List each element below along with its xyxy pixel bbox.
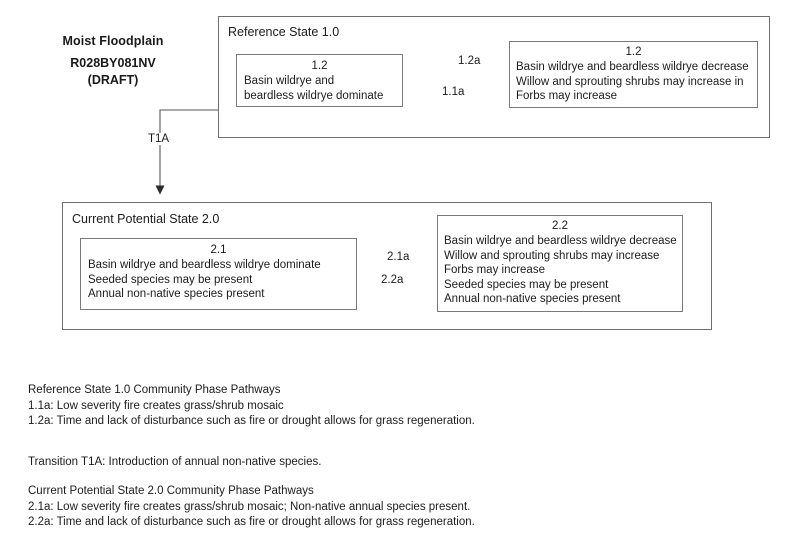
phase-box-cur-left: 2.1 Basin wildrye and beardless wildrye … [80, 238, 357, 310]
reference-state-label: Reference State 1.0 [228, 25, 340, 39]
caption-heading: Reference State 1.0 Community Phase Path… [28, 384, 281, 396]
phase-number-cur-right: 2.2 [552, 220, 568, 232]
phase-line: Basin wildrye and beardless wildrye domi… [88, 259, 321, 271]
caption-line: 2.1a: Low severity fire creates grass/sh… [28, 500, 471, 513]
ecological-site-title: Moist Floodplain R028BY081NV (DRAFT) [18, 33, 208, 89]
caption-line: 1.1a: Low severity fire creates grass/sh… [28, 399, 284, 412]
site-code: R028BY081NV [70, 56, 156, 70]
phase-line: Seeded species may be present [88, 273, 253, 286]
phase-text-ref-right: Basin wildrye and beardless wildrye decr… [516, 60, 757, 104]
caption-reference-state: Reference State 1.0 Community Phase Path… [28, 383, 475, 430]
phase-line: Basin wildrye and [244, 75, 335, 87]
phase-number-cur-left: 2.1 [210, 244, 227, 256]
phase-number-ref-right: 1.2 [625, 46, 642, 58]
caption-heading: Current Potential State 2.0 Community Ph… [28, 485, 314, 497]
phase-line: Willow and sprouting shrubs may increase [444, 249, 660, 262]
phase-line: Basin wildrye and beardless wildrye decr… [444, 235, 677, 247]
phase-box-ref-right: 1.2 Basin wildrye and beardless wildrye … [509, 41, 758, 108]
phase-line: Forbs may increase [444, 264, 545, 276]
phase-line: Seeded species may be present [444, 278, 609, 291]
pathway-label-2-2a: 2.2a [379, 274, 406, 286]
caption-line: Transition T1A: Introduction of annual n… [28, 456, 322, 468]
caption-line: 2.2a: Time and lack of disturbance such … [28, 516, 475, 528]
phase-number-ref-left: 1.2 [311, 60, 328, 72]
pathway-label-1-1a: 1.1a [440, 86, 467, 98]
phase-line: Forbs may increase [516, 90, 617, 102]
phase-line: Basin wildrye and beardless wildrye decr… [516, 61, 749, 73]
caption-current-potential-state: Current Potential State 2.0 Community Ph… [28, 484, 475, 531]
site-name: Moist Floodplain [62, 34, 164, 48]
phase-line: Annual non-native species present [88, 288, 265, 300]
phase-text-cur-left: Basin wildrye and beardless wildrye domi… [88, 258, 356, 302]
phase-line: Willow and sprouting shrubs may increase… [516, 75, 744, 88]
phase-box-cur-right: 2.2 Basin wildrye and beardless wildrye … [437, 215, 683, 312]
pathway-label-2-1a: 2.1a [385, 251, 412, 263]
transition-label-t1a: T1A [146, 133, 172, 145]
phase-text-cur-right: Basin wildrye and beardless wildrye decr… [444, 234, 682, 307]
draft-marker: (DRAFT) [87, 73, 139, 87]
current-potential-state-label: Current Potential State 2.0 [72, 212, 220, 226]
pathway-label-1-2a: 1.2a [456, 55, 483, 67]
phase-box-ref-left: 1.2 Basin wildrye and beardless wildrye … [236, 54, 403, 107]
caption-transition: Transition T1A: Introduction of annual n… [28, 455, 321, 471]
phase-text-ref-left: Basin wildrye and beardless wildrye domi… [244, 74, 402, 103]
phase-line: beardless wildrye dominate [244, 89, 384, 102]
caption-line: 1.2a: Time and lack of disturbance such … [28, 415, 475, 427]
phase-line: Annual non-native species present [444, 293, 621, 305]
